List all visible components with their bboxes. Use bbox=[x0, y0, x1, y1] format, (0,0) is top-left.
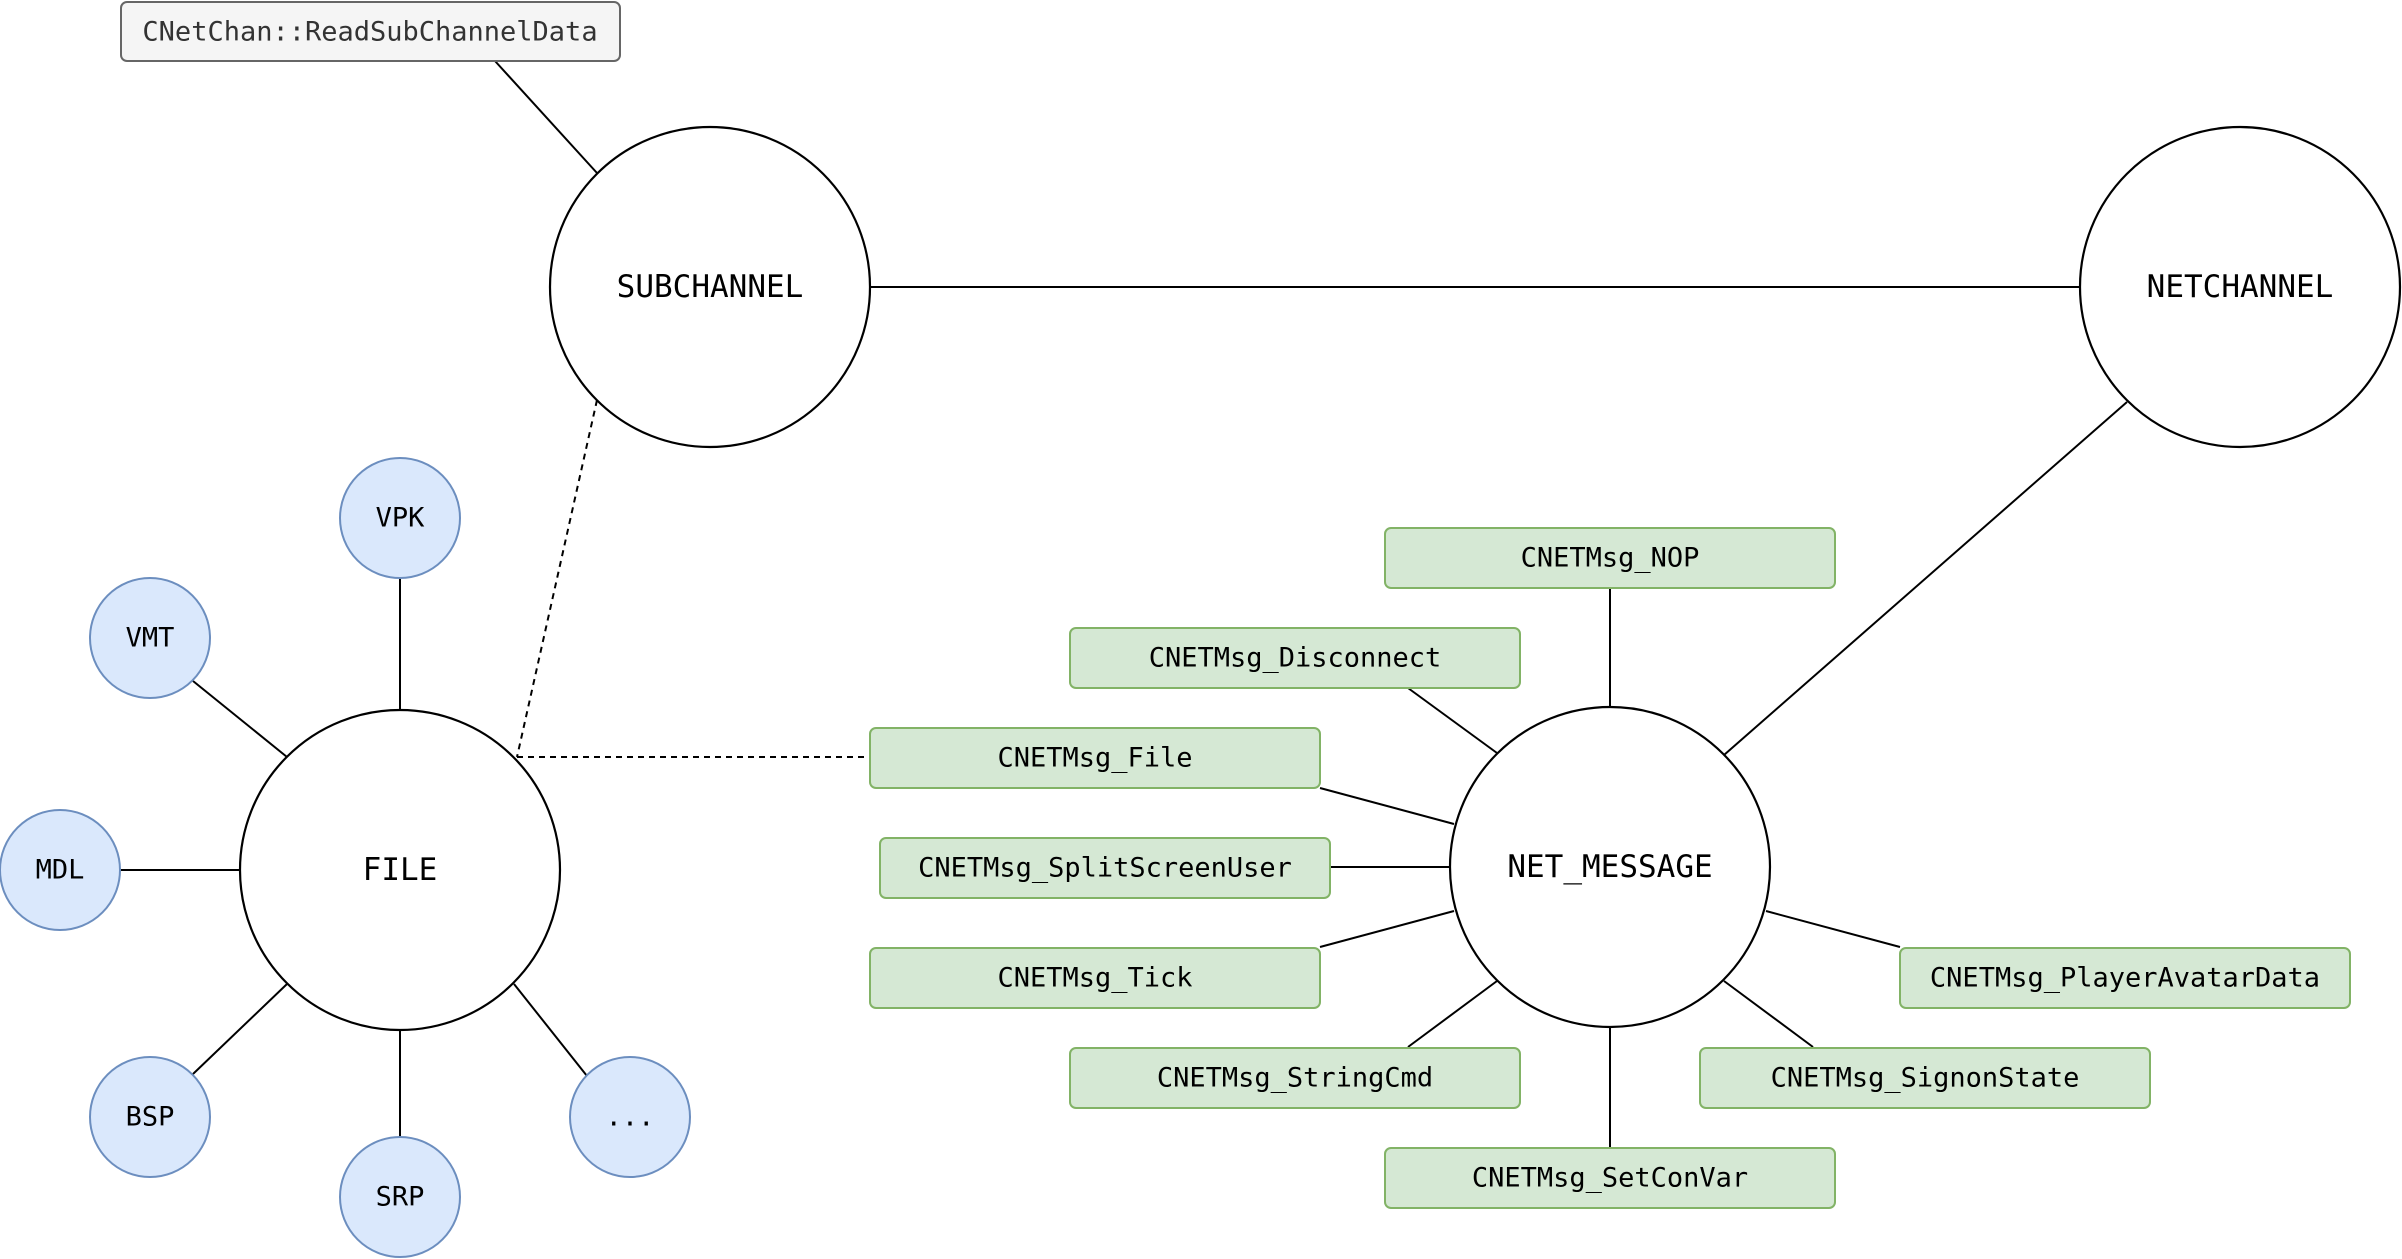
message-label: CNETMsg_StringCmd bbox=[1157, 1063, 1433, 1094]
edges bbox=[120, 60, 2128, 1147]
message-signonstate: CNETMsg_SignonState bbox=[1699, 1047, 2151, 1109]
message-setconvar: CNETMsg_SetConVar bbox=[1384, 1147, 1836, 1209]
node-file-label: FILE bbox=[363, 852, 438, 888]
note-readsubchanneldata: CNetChan::ReadSubChannelData bbox=[120, 1, 621, 62]
message-label: CNETMsg_SignonState bbox=[1771, 1063, 2080, 1094]
edge-nm-avatar bbox=[1765, 910, 1901, 948]
node-subchannel: SUBCHANNEL bbox=[548, 125, 872, 449]
node-subchannel-label: SUBCHANNEL bbox=[617, 269, 804, 305]
file-type-mdl: MDL bbox=[0, 809, 121, 931]
edge-note-subchannel bbox=[494, 60, 598, 174]
message-label: CNETMsg_NOP bbox=[1521, 543, 1700, 574]
message-label: CNETMsg_Tick bbox=[997, 963, 1192, 994]
file-type-label: ... bbox=[606, 1102, 655, 1133]
edge-netchannel-net-message bbox=[1723, 401, 2128, 756]
file-type-bsp: BSP bbox=[89, 1056, 211, 1178]
edge-nm-file bbox=[1319, 787, 1455, 825]
file-type-label: SRP bbox=[376, 1182, 425, 1213]
node-netchannel-label: NETCHANNEL bbox=[2147, 269, 2334, 305]
node-netchannel: NETCHANNEL bbox=[2078, 125, 2402, 449]
edge-file-vmt bbox=[192, 680, 288, 758]
edge-file-bsp bbox=[192, 983, 288, 1075]
node-file: FILE bbox=[238, 708, 562, 1032]
file-type-srp: SRP bbox=[339, 1136, 461, 1258]
message-label: CNETMsg_SplitScreenUser bbox=[918, 853, 1292, 884]
message-label: CNETMsg_SetConVar bbox=[1472, 1163, 1748, 1194]
message-tick: CNETMsg_Tick bbox=[869, 947, 1321, 1009]
file-type-label: VPK bbox=[376, 503, 426, 534]
message-stringcmd: CNETMsg_StringCmd bbox=[1069, 1047, 1521, 1109]
edge-file-more bbox=[513, 983, 588, 1077]
file-type-more: ... bbox=[569, 1056, 691, 1178]
edge-nm-signonstate bbox=[1723, 980, 1814, 1048]
message-playeravatardata: CNETMsg_PlayerAvatarData bbox=[1899, 947, 2351, 1009]
edge-nm-stringcmd bbox=[1407, 980, 1498, 1048]
file-type-label: MDL bbox=[36, 855, 85, 886]
file-type-vpk: VPK bbox=[339, 457, 461, 579]
file-type-label: BSP bbox=[126, 1102, 175, 1133]
file-type-label: VMT bbox=[126, 623, 175, 654]
node-net-message-label: NET_MESSAGE bbox=[1507, 849, 1712, 885]
edge-subchannel-file-dashed bbox=[516, 399, 598, 758]
message-label: CNETMsg_File bbox=[997, 743, 1192, 774]
message-disconnect: CNETMsg_Disconnect bbox=[1069, 627, 1521, 689]
message-label: CNETMsg_Disconnect bbox=[1149, 643, 1442, 674]
note-label: CNetChan::ReadSubChannelData bbox=[142, 17, 597, 48]
edge-nm-tick bbox=[1319, 910, 1455, 948]
message-splitscreenuser: CNETMsg_SplitScreenUser bbox=[879, 837, 1331, 899]
message-nop: CNETMsg_NOP bbox=[1384, 527, 1836, 589]
file-type-vmt: VMT bbox=[89, 577, 211, 699]
node-net-message: NET_MESSAGE bbox=[1448, 705, 1772, 1029]
edge-nm-disconnect bbox=[1407, 687, 1498, 754]
message-file: CNETMsg_File bbox=[869, 727, 1321, 789]
message-label: CNETMsg_PlayerAvatarData bbox=[1930, 963, 2320, 994]
